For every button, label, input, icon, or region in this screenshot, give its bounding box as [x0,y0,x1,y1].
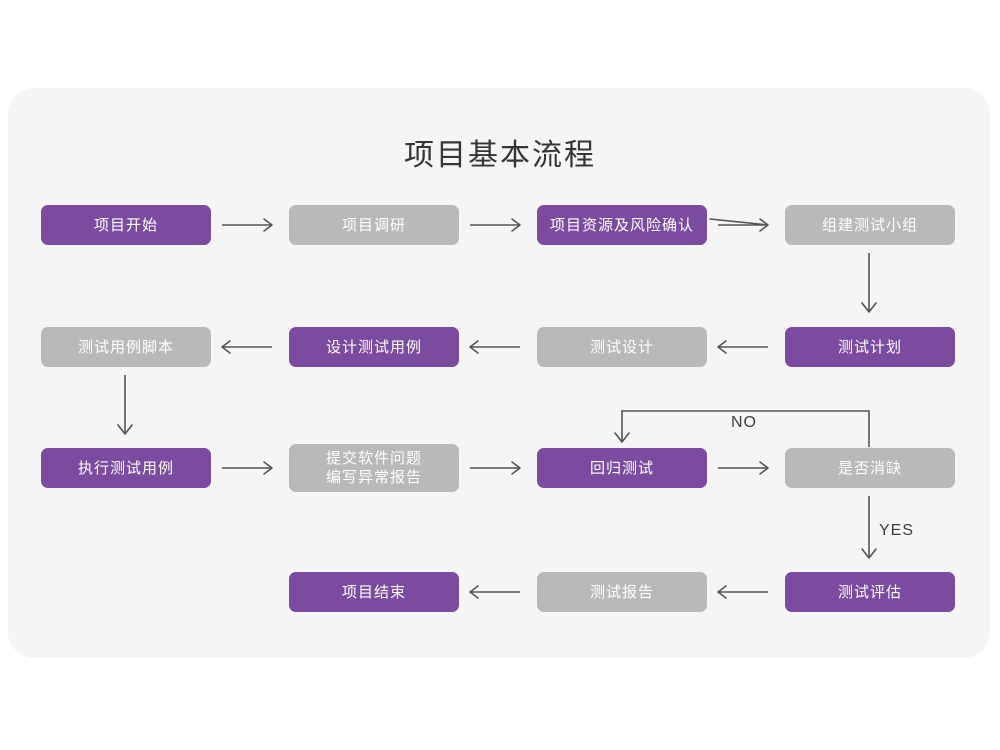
flow-node-form-test-team[interactable]: 组建测试小组 [785,205,955,245]
flow-node-execute-test-cases[interactable]: 执行测试用例 [41,448,211,488]
page-title: 项目基本流程 [404,139,596,172]
flow-node-resource-risk-confirm[interactable]: 项目资源及风险确认 [537,205,707,245]
flow-node-label: 测试用例脚本 [77,338,174,356]
flow-node-project-end[interactable]: 项目结束 [289,572,459,612]
flow-node-project-research[interactable]: 项目调研 [289,205,459,245]
flow-node-test-plan[interactable]: 测试计划 [785,327,955,367]
flow-node-test-report[interactable]: 测试报告 [537,572,707,612]
flow-node-regression-test[interactable]: 回归测试 [537,448,707,488]
flow-node-label: 项目资源及风险确认 [549,216,694,234]
flow-node-label: 提交软件问题 编写异常报告 [325,450,422,486]
flow-node-label: 项目开始 [93,216,158,234]
flow-node-test-case-script[interactable]: 测试用例脚本 [41,327,211,367]
flow-node-test-evaluation[interactable]: 测试评估 [785,572,955,612]
flow-node-design-test-cases[interactable]: 设计测试用例 [289,327,459,367]
edge-label-no: NO [731,414,757,431]
flow-node-label: 测试评估 [837,583,902,601]
edge-label-yes: YES [879,522,915,539]
flowchart-card [8,88,990,658]
flow-node-defects-cleared[interactable]: 是否消缺 [785,448,955,488]
flow-node-label: 执行测试用例 [77,459,174,477]
flow-node-label: 项目结束 [341,583,406,601]
flow-node-label: 是否消缺 [837,459,902,477]
flow-node-test-design[interactable]: 测试设计 [537,327,707,367]
flow-node-label: 回归测试 [589,459,654,477]
flow-node-label: 测试设计 [589,338,654,356]
flow-node-label: 设计测试用例 [325,338,422,356]
flow-node-submit-defects-report[interactable]: 提交软件问题 编写异常报告 [289,444,459,492]
flow-node-label: 测试报告 [589,583,654,601]
flow-node-project-start[interactable]: 项目开始 [41,205,211,245]
flow-node-label: 组建测试小组 [821,216,918,234]
flow-node-label: 项目调研 [341,216,406,234]
flow-node-label: 测试计划 [837,338,902,356]
